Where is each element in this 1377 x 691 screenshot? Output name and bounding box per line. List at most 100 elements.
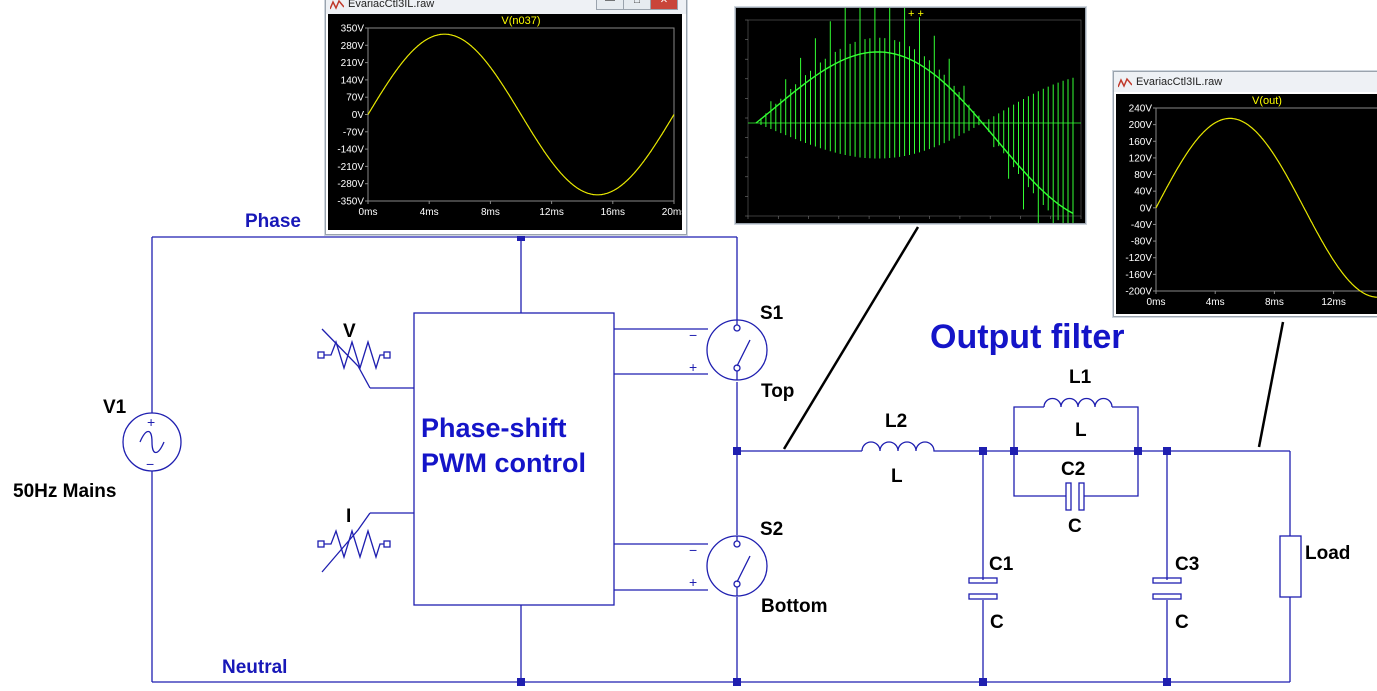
- l2-value-label: L: [891, 466, 903, 487]
- control-title-line2: PWM control: [421, 448, 586, 478]
- x-tick-label: 12ms: [539, 207, 563, 218]
- y-tick-label: -140V: [337, 145, 364, 156]
- y-tick-label: 280V: [341, 41, 365, 52]
- switch-node-window[interactable]: + +: [735, 0, 1086, 281]
- neutral-net-label: Neutral: [222, 657, 287, 678]
- c3-label: C3: [1175, 554, 1199, 575]
- output-filter-title: Output filter: [930, 318, 1125, 356]
- current-sensor: [317, 512, 391, 573]
- s2-label: S2: [760, 519, 783, 540]
- input-window-filename: EvariacCtl3IL.raw: [348, 0, 435, 10]
- y-tick-label: -200V: [1125, 287, 1152, 298]
- minimize-button[interactable]: —: [596, 0, 624, 10]
- switch-node-chart: + +: [745, 0, 1082, 281]
- control-title-line1: Phase-shift: [421, 413, 567, 443]
- switch-node-callout: [782, 226, 920, 450]
- wiring: [151, 236, 1291, 683]
- voltage-sensor-label: V: [343, 321, 356, 342]
- pwm-control-block: [413, 312, 615, 606]
- waveform-icon: [329, 0, 345, 10]
- y-tick-label: 350V: [341, 24, 365, 35]
- y-tick-label: -40V: [1131, 220, 1152, 231]
- c1-value-label: C: [990, 612, 1004, 633]
- v1-minus-label: −: [146, 456, 154, 472]
- y-tick-label: -120V: [1125, 253, 1152, 264]
- v1-ac-source: + −: [122, 412, 182, 472]
- trace-name: V(out): [1252, 95, 1282, 107]
- load-resistor: [1279, 535, 1302, 598]
- s1-sub-label: Top: [761, 381, 794, 402]
- trace-line: [1155, 117, 1377, 298]
- y-tick-label: 140V: [341, 75, 365, 86]
- capacitor-c1: [968, 577, 998, 600]
- voltage-sensor: [317, 328, 391, 389]
- phase-net-label: Phase: [245, 211, 301, 232]
- trace-name: + +: [908, 8, 924, 20]
- plot-frame: [1155, 107, 1377, 292]
- v1-plus-label: +: [147, 414, 155, 430]
- y-tick-label: 240V: [1129, 104, 1153, 115]
- l1-label: L1: [1069, 367, 1092, 388]
- inductor-l2: [861, 441, 936, 452]
- y-tick-label: -160V: [1125, 270, 1152, 281]
- y-tick-label: -80V: [1131, 237, 1152, 248]
- waveform-icon: [1117, 76, 1133, 88]
- output-window-filename: EvariacCtl3IL.raw: [1136, 76, 1223, 88]
- x-tick-label: 16ms: [601, 207, 625, 218]
- y-tick-label: 70V: [346, 93, 364, 104]
- s1-label: S1: [760, 303, 784, 324]
- pwm-envelope: [755, 51, 1074, 215]
- s2-minus-label: −: [689, 542, 697, 558]
- y-tick-label: 0V: [1140, 203, 1153, 214]
- output-window-titlebar[interactable]: EvariacCtl3IL.raw: [1114, 72, 1377, 92]
- maximize-button[interactable]: □: [623, 0, 651, 10]
- s2-plus-label: +: [689, 574, 697, 590]
- output-voltage-chart: V(out)240V200V160V120V80V40V0V-40V-80V-1…: [1125, 95, 1377, 308]
- x-tick-label: 20ms: [662, 207, 682, 218]
- x-tick-label: 0ms: [1147, 297, 1166, 308]
- y-tick-label: 40V: [1134, 187, 1152, 198]
- c2-label: C2: [1061, 459, 1085, 480]
- x-tick-label: 8ms: [481, 207, 500, 218]
- y-tick-label: -210V: [337, 162, 364, 173]
- l1-value-label: L: [1075, 420, 1087, 441]
- pwm-pulses: [760, 0, 1074, 281]
- c2-value-label: C: [1068, 516, 1082, 537]
- s1-plus-label: +: [689, 359, 697, 375]
- c1-label: C1: [989, 554, 1014, 575]
- capacitor-c2: [1065, 482, 1085, 511]
- junction-nodes: [517, 233, 1171, 686]
- y-tick-label: 200V: [1129, 120, 1153, 131]
- x-tick-label: 8ms: [1265, 297, 1284, 308]
- load-label: Load: [1305, 543, 1350, 564]
- y-tick-label: -70V: [343, 127, 364, 138]
- capacitor-c3: [1152, 577, 1182, 600]
- x-tick-label: 4ms: [420, 207, 439, 218]
- y-tick-label: 0V: [352, 110, 365, 121]
- switch-s2: − +: [689, 535, 768, 597]
- y-tick-label: 160V: [1129, 137, 1153, 148]
- inductor-l1: [1043, 397, 1113, 408]
- y-tick-label: -280V: [337, 179, 364, 190]
- x-tick-label: 12ms: [1321, 297, 1345, 308]
- s1-minus-label: −: [689, 327, 697, 343]
- y-tick-label: 210V: [341, 58, 365, 69]
- x-tick-label: 4ms: [1206, 297, 1225, 308]
- output-voltage-window[interactable]: EvariacCtl3IL.raw V(out) 240V 200V 160V 120V…: [1113, 71, 1377, 317]
- trace-line: [367, 33, 675, 196]
- close-button[interactable]: ✕: [650, 0, 678, 10]
- trace-name: V(n037): [501, 15, 540, 27]
- switch-plot-area: + +: [736, 0, 1085, 281]
- current-sensor-label: I: [346, 506, 351, 527]
- x-tick-label: 0ms: [359, 207, 378, 218]
- s2-sub-label: Bottom: [761, 596, 827, 617]
- y-tick-label: -350V: [337, 197, 364, 208]
- switch-s1: − +: [689, 319, 768, 381]
- input-voltage-chart: V(n037) 350V 280V 210V 140V 70V 0V -70V -140V -21…: [337, 15, 686, 218]
- input-plot-area: V(n037) 350V 280V 210V 140V 70V 0V -70V -140V -21…: [328, 14, 686, 230]
- v1-label: V1: [103, 397, 127, 418]
- y-tick-label: 120V: [1129, 153, 1153, 164]
- input-voltage-window[interactable]: EvariacCtl3IL.raw — □ ✕ V(n037) 350V 280V 2…: [325, 0, 687, 235]
